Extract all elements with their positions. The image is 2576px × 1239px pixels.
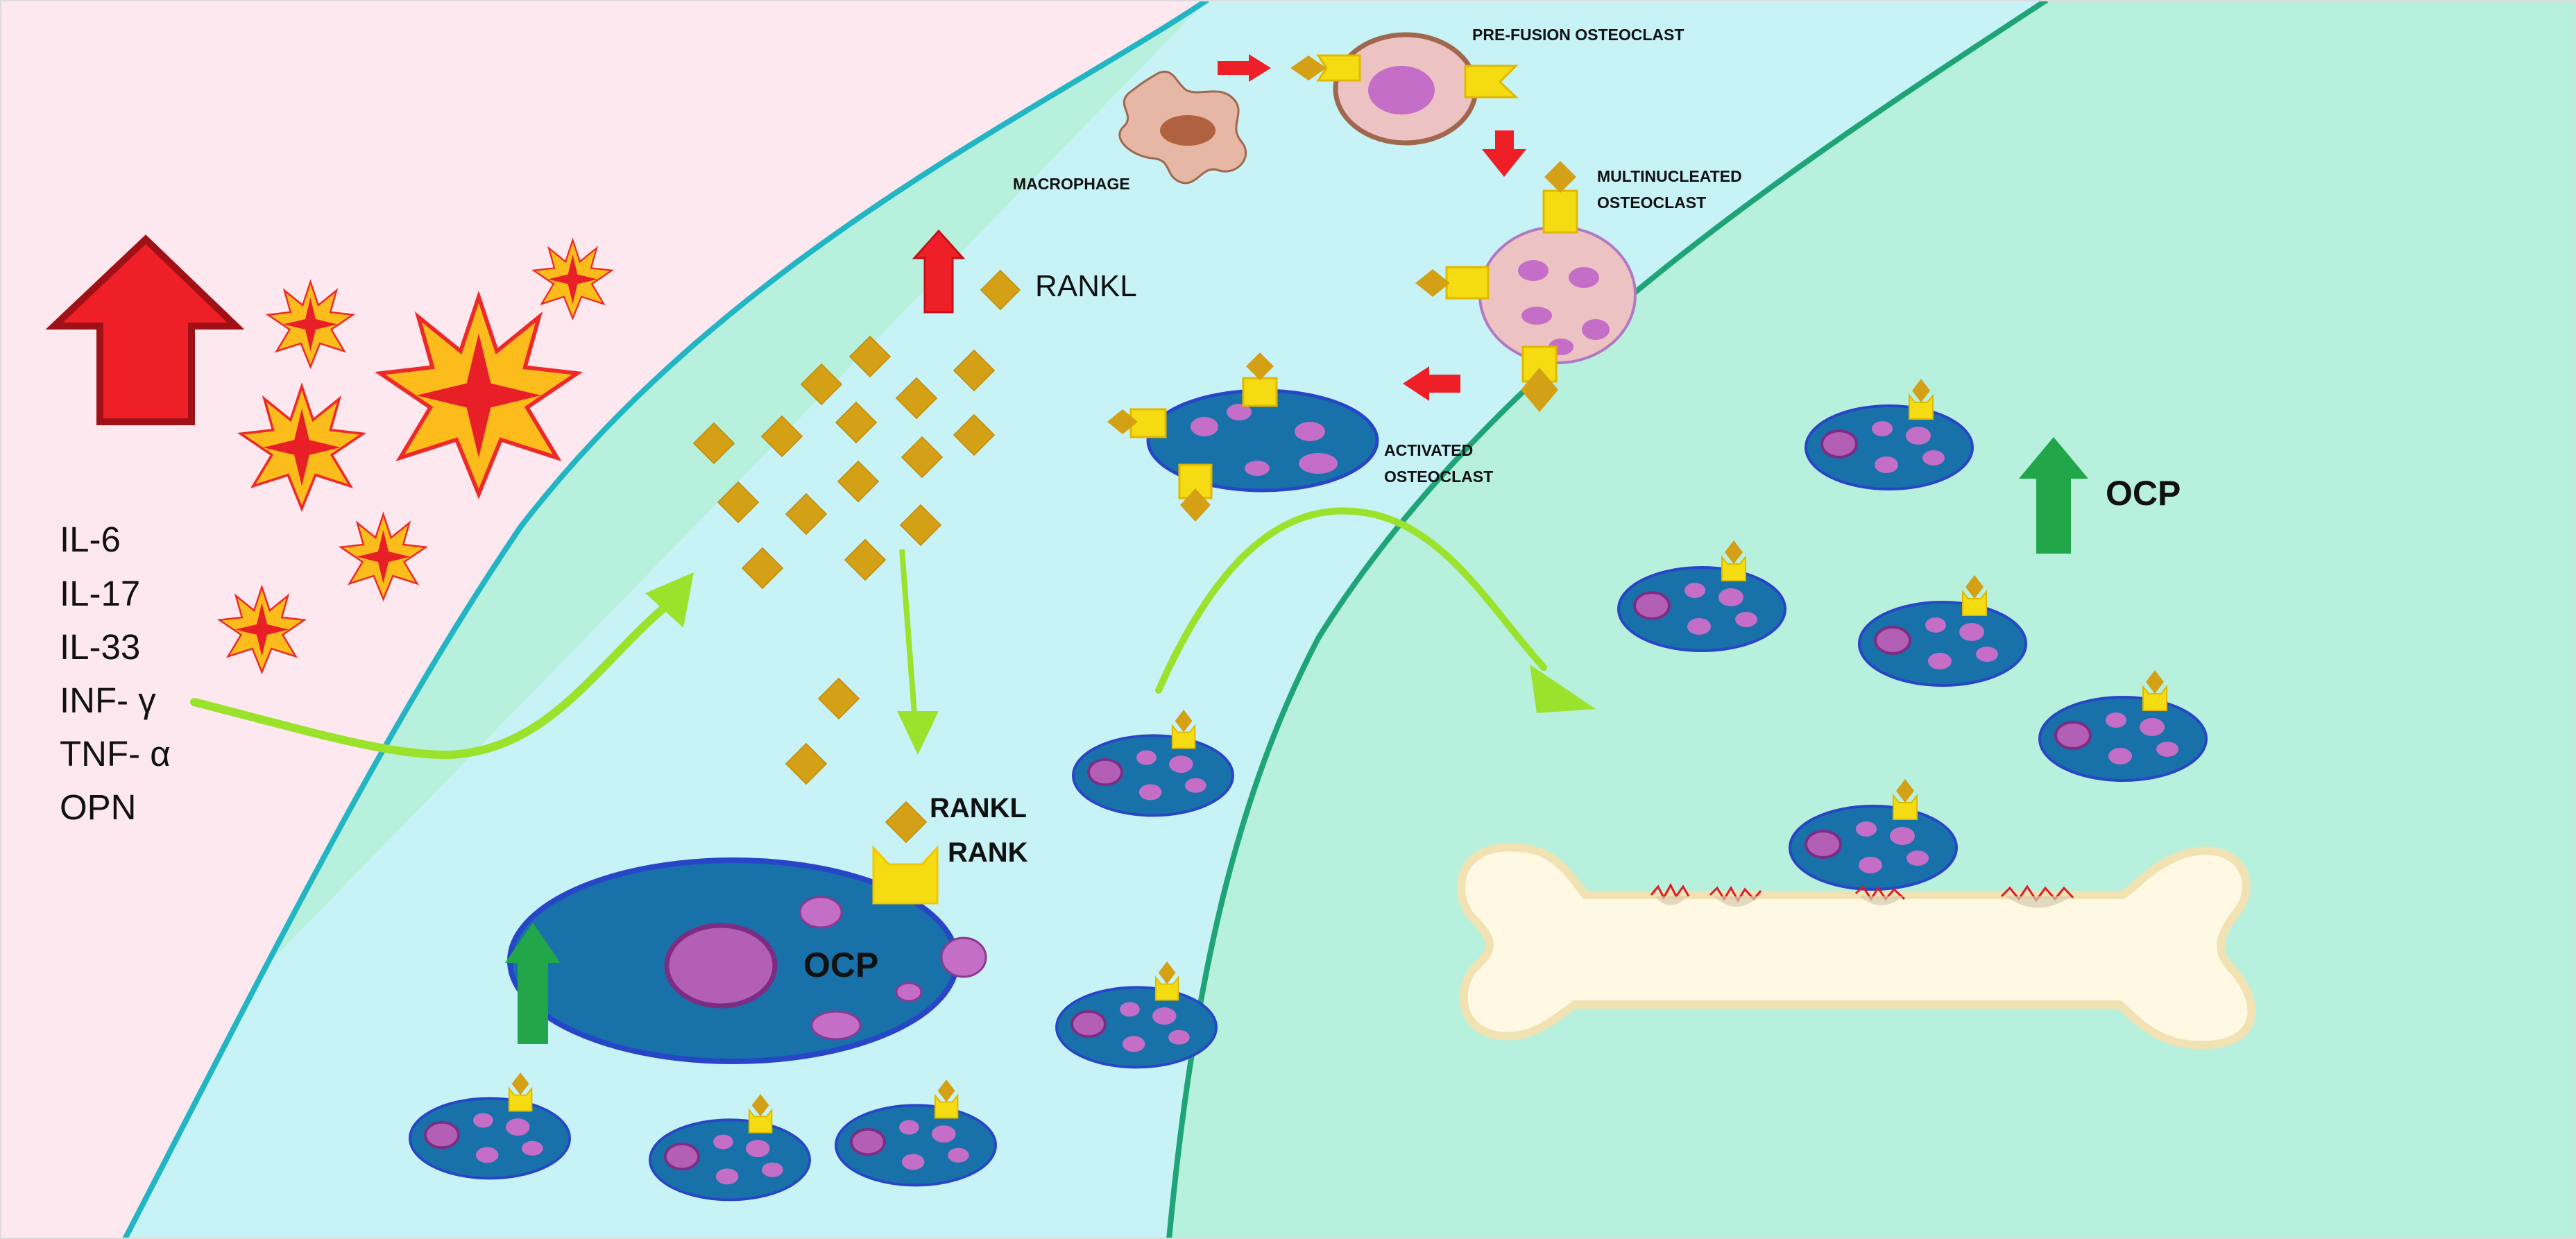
cytokine-label: IL-6 <box>60 520 121 559</box>
cytokine-label: OPN <box>60 787 137 827</box>
red-up-arrow-icon <box>45 234 245 425</box>
right-panel-content: OCP <box>1456 377 2256 1050</box>
left-panel-content: IL-6 IL-17 IL-33 INF- γ TNF- α OPN <box>45 234 694 827</box>
activated-label-line2: OSTEOCLAST <box>1384 468 1493 486</box>
middle-panel-content: RANKL <box>409 26 1742 1202</box>
red-arrow-icon <box>1403 366 1460 401</box>
rank-label: RANK <box>948 837 1028 868</box>
left-boundary-line <box>122 0 1209 1239</box>
multinucleated-label-line2: OSTEOCLAST <box>1597 194 1706 212</box>
bone-erosion-shadow <box>1655 896 2071 908</box>
right-boundary-line <box>1166 0 2049 1239</box>
red-arrow-icon <box>1482 130 1526 177</box>
flow-arrowhead <box>897 711 939 755</box>
green-up-arrow-icon <box>505 923 561 1044</box>
pre-fusion-label: PRE-FUSION OSTEOCLAST <box>1472 26 1684 44</box>
activated-label-line1: ACTIVATED <box>1384 441 1473 459</box>
macrophage-label: MACROPHAGE <box>1013 175 1130 193</box>
green-up-arrow-icon <box>2019 437 2088 554</box>
flow-arrow-cytokines-to-rankl <box>190 605 667 760</box>
activated-osteoclast <box>1107 352 1379 522</box>
rankl-label: RANKL <box>930 793 1027 823</box>
cytokine-label: IL-33 <box>60 627 140 667</box>
flow-arrow-to-bone <box>1155 507 1547 694</box>
rankl-label-top: RANKL <box>1035 269 1137 303</box>
cytokine-list: IL-6 IL-17 IL-33 INF- γ TNF- α OPN <box>60 520 171 827</box>
flow-arrowhead <box>1530 665 1596 713</box>
cytokine-label: INF- γ <box>60 681 156 720</box>
flow-arrow-rankl-down <box>899 549 917 715</box>
ocp-label-right: OCP <box>2106 474 2181 513</box>
cytokine-label: TNF- α <box>60 734 171 774</box>
multinucleated-label-line1: MULTINUCLEATED <box>1597 167 1742 185</box>
macrophage-icon <box>1118 70 1247 185</box>
red-up-arrow-icon <box>912 229 966 314</box>
red-arrow-icon <box>1218 54 1271 82</box>
pre-fusion-osteoclast <box>1290 32 1519 146</box>
ocp-big-cell: OCP <box>507 801 987 1064</box>
cytokine-label: IL-17 <box>60 574 140 613</box>
ocp-label: OCP <box>803 946 878 984</box>
ocp-nucleus <box>664 923 778 1009</box>
flow-arrowhead <box>645 572 694 628</box>
multinucleated-osteoclast <box>1415 161 1637 412</box>
